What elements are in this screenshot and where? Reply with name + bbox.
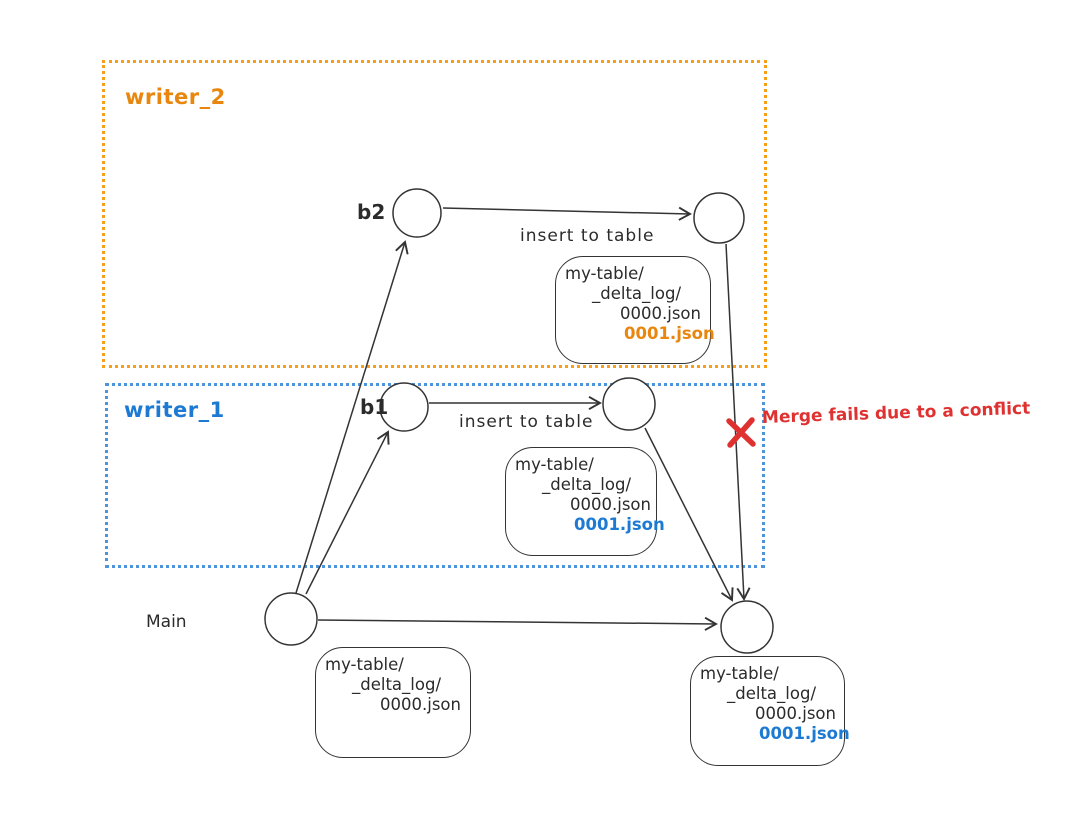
file-line: my-table/	[325, 655, 404, 674]
insert-to-table-label-writer1: insert to table	[459, 412, 594, 432]
file-line: 0000.json	[755, 704, 836, 723]
main-branch-label: Main	[146, 612, 187, 632]
writer-1-region: writer_1	[105, 383, 765, 568]
file-line: my-table/	[700, 664, 779, 683]
writer-2-region: writer_2	[102, 60, 767, 368]
file-line-highlight: 0001.json	[574, 515, 665, 534]
delta-log-box-writer2: my-table/ _delta_log/ 0000.json 0001.jso…	[555, 256, 715, 364]
file-line: _delta_log/	[542, 475, 632, 494]
branch-b2-label: b2	[357, 200, 386, 224]
file-line: _delta_log/	[727, 684, 817, 703]
file-line: my-table/	[565, 264, 644, 283]
node-main-base-commit	[264, 592, 318, 646]
file-line: _delta_log/	[592, 284, 682, 303]
file-line: 0000.json	[570, 495, 651, 514]
node-main-merged-commit	[720, 600, 774, 654]
branch-b1-label: b1	[360, 395, 389, 419]
delta-log-box-main-initial: my-table/ _delta_log/ 0000.json	[315, 647, 471, 758]
insert-to-table-label-writer2: insert to table	[520, 226, 655, 246]
file-line: 0000.json	[620, 304, 701, 323]
writer-2-label: writer_2	[125, 85, 226, 109]
file-line: my-table/	[515, 455, 594, 474]
delta-log-box-writer1: my-table/ _delta_log/ 0000.json 0001.jso…	[505, 447, 665, 556]
delta-log-box-main-merged: my-table/ _delta_log/ 0000.json 0001.jso…	[690, 656, 850, 766]
edge-main-to-merged	[317, 616, 718, 631]
writer-1-label: writer_1	[124, 398, 225, 422]
file-line: _delta_log/	[352, 675, 442, 694]
merge-fail-annotation: Merge fails due to a conflict	[761, 398, 1031, 428]
file-line-highlight: 0001.json	[759, 724, 850, 743]
file-line: 0000.json	[380, 695, 461, 714]
file-line-highlight: 0001.json	[624, 324, 715, 343]
